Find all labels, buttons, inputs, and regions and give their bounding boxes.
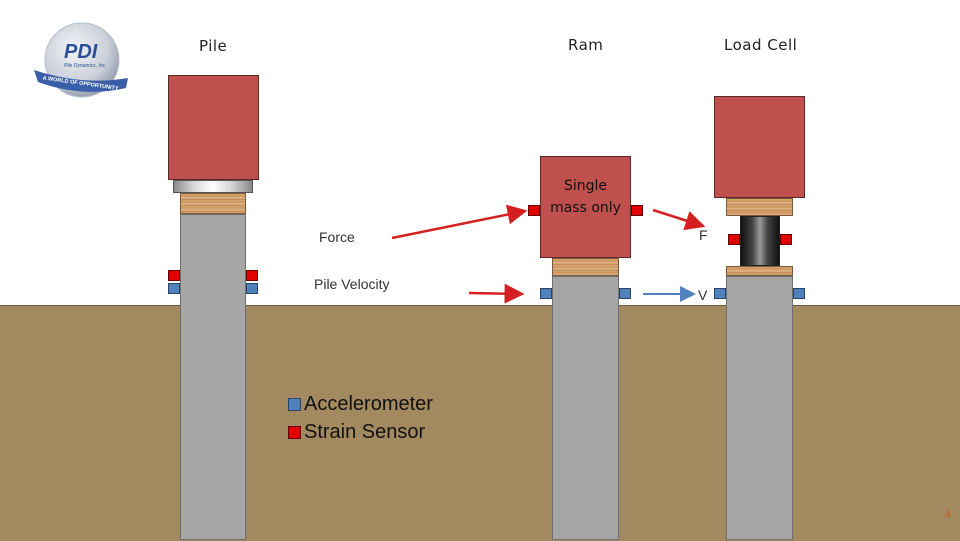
- legend: Accelerometer Strain Sensor: [288, 390, 433, 446]
- globe-logo-icon: PDI Pile Dynamics, Inc. A WORLD OF OPPOR…: [34, 22, 128, 98]
- force-arrow: [391, 204, 528, 240]
- velocity-arrow: [468, 283, 525, 304]
- v-label: V: [698, 287, 708, 303]
- load-cell-lower-cushion: [726, 266, 793, 276]
- single-mass-label: Single mass only: [550, 178, 621, 216]
- pile-cushion: [180, 193, 246, 214]
- load-cell: [740, 216, 780, 266]
- pile-shaft-left: [180, 214, 246, 540]
- strain-sensor-left-a: [168, 270, 180, 281]
- load-cell-ram: [714, 96, 805, 198]
- pile-velocity-label: Pile Velocity: [314, 276, 390, 292]
- page-number: 4: [945, 509, 952, 521]
- ram-cushion: [552, 258, 619, 276]
- strain-sensor-loadcell-right: [780, 234, 792, 245]
- accelerometer-middle-b: [619, 288, 631, 299]
- accelerometer-right-a: [714, 288, 726, 299]
- svg-text:PDI: PDI: [64, 41, 98, 63]
- accelerometer-right-b: [793, 288, 805, 299]
- strain-sensor-left-b: [246, 270, 258, 281]
- pile-shaft-middle: [552, 276, 619, 540]
- soil-ground: [0, 305, 960, 541]
- title-load-cell: Load Cell: [724, 36, 798, 54]
- single-mass-ram: [540, 156, 631, 258]
- svg-text:Pile Dynamics, Inc.: Pile Dynamics, Inc.: [64, 63, 107, 69]
- legend-label-strain-sensor: Strain Sensor: [304, 420, 426, 443]
- accelerometer-middle-a: [540, 288, 552, 299]
- title-ram: Ram: [568, 36, 604, 54]
- strain-sensor-loadcell-left: [728, 234, 740, 245]
- strain-sensor-ram-right: [631, 205, 643, 216]
- pile-shaft-right: [726, 276, 793, 540]
- force-label: Force: [319, 229, 355, 245]
- strain-sensor-ram-left: [528, 205, 540, 216]
- f-label: F: [699, 227, 708, 243]
- pile-helmet: [173, 180, 253, 193]
- legend-item-strain-sensor: Strain Sensor: [288, 418, 433, 446]
- single-mass-arrow: [652, 208, 706, 231]
- pdi-logo: PDI Pile Dynamics, Inc. A WORLD OF OPPOR…: [30, 20, 130, 100]
- legend-label-accelerometer: Accelerometer: [304, 392, 433, 415]
- accelerometer-left-b: [246, 283, 258, 294]
- pile-hammer-ram: [168, 75, 259, 180]
- accelerometer-left-a: [168, 283, 180, 294]
- load-cell-cushion: [726, 198, 793, 216]
- title-pile: Pile: [199, 37, 228, 55]
- legend-item-accelerometer: Accelerometer: [288, 390, 433, 418]
- accelerometer-swatch: [288, 397, 301, 411]
- strain-sensor-swatch: [288, 425, 301, 439]
